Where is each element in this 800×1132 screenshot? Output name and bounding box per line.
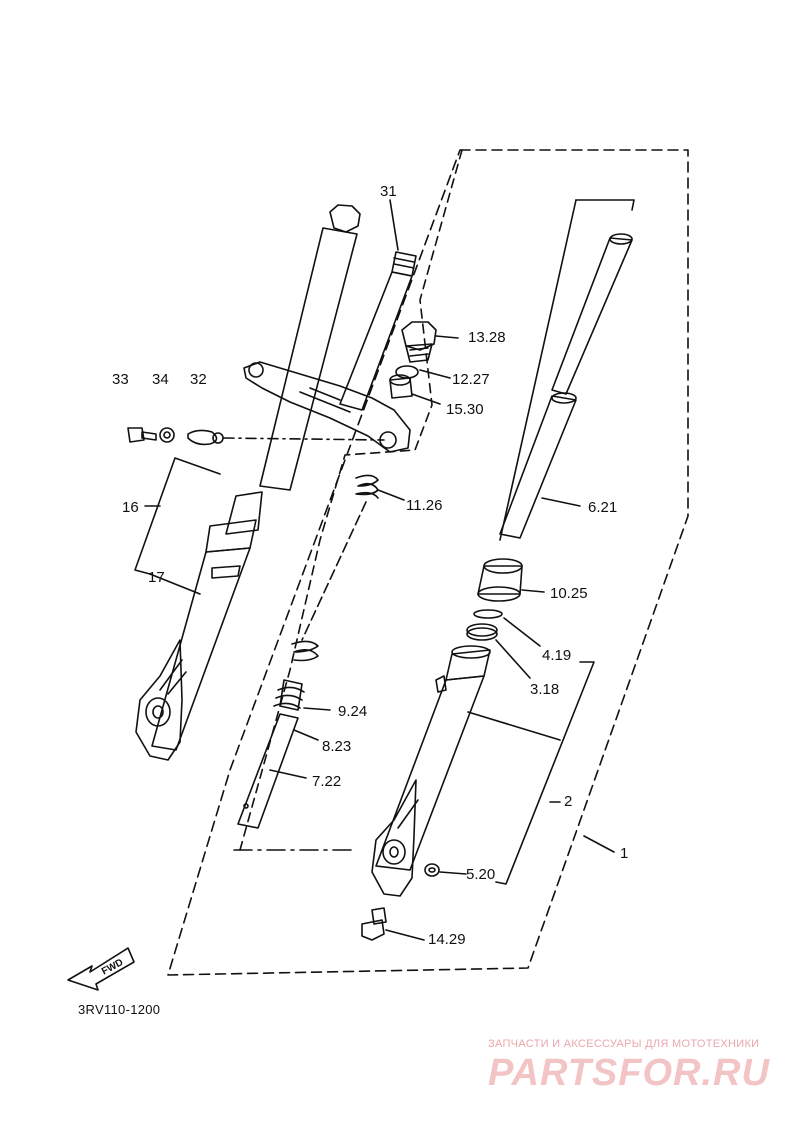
- drain-bolt-group: [361, 863, 467, 941]
- pinch-bolt-group: [127, 427, 385, 446]
- inner-group-boundary: [239, 149, 463, 851]
- label-10-25: 10.25: [550, 585, 588, 602]
- label-4-19: 4.19: [542, 647, 571, 664]
- label-11-26: 11.26: [406, 497, 442, 514]
- label-15-30: 15.30: [446, 401, 484, 418]
- label-9-24: 9.24: [338, 703, 367, 720]
- label-14-29: 14.29: [428, 931, 466, 948]
- watermark-caption: ЗАПЧАСТИ И АКСЕССУАРЫ ДЛЯ МОТОТЕХНИКИ: [488, 1038, 760, 1050]
- label-17: 17: [148, 569, 165, 586]
- label-8-23: 8.23: [322, 738, 351, 755]
- label-16: 16: [122, 499, 139, 516]
- seal-group: [466, 558, 545, 679]
- label-12-27: 12.27: [452, 371, 490, 388]
- fork-spring: [291, 474, 405, 662]
- label-6-21: 6.21: [588, 499, 617, 516]
- label-1: 1: [620, 845, 628, 862]
- label-3-18: 3.18: [530, 681, 559, 698]
- cap-bolt-group: [389, 321, 459, 405]
- label-34: 34: [152, 371, 169, 388]
- label-33: 33: [112, 371, 129, 388]
- damper-rod-group: [233, 679, 356, 851]
- label-2: 2: [564, 793, 572, 810]
- assembly-boundary: [167, 149, 689, 976]
- inner-tube: [499, 199, 635, 541]
- label-32: 32: [190, 371, 207, 388]
- outer-tube: [371, 645, 491, 897]
- drawing-code: 3RV110-1200: [78, 1002, 161, 1017]
- label-5-20: 5.20: [466, 866, 495, 883]
- watermark-logo: PARTSFOR.RU: [488, 1052, 770, 1094]
- fwd-arrow-icon: [67, 947, 135, 991]
- left-fork-assembly: [135, 204, 417, 761]
- label-31: 31: [380, 183, 397, 200]
- label-13-28: 13.28: [468, 329, 506, 346]
- label-7-22: 7.22: [312, 773, 341, 790]
